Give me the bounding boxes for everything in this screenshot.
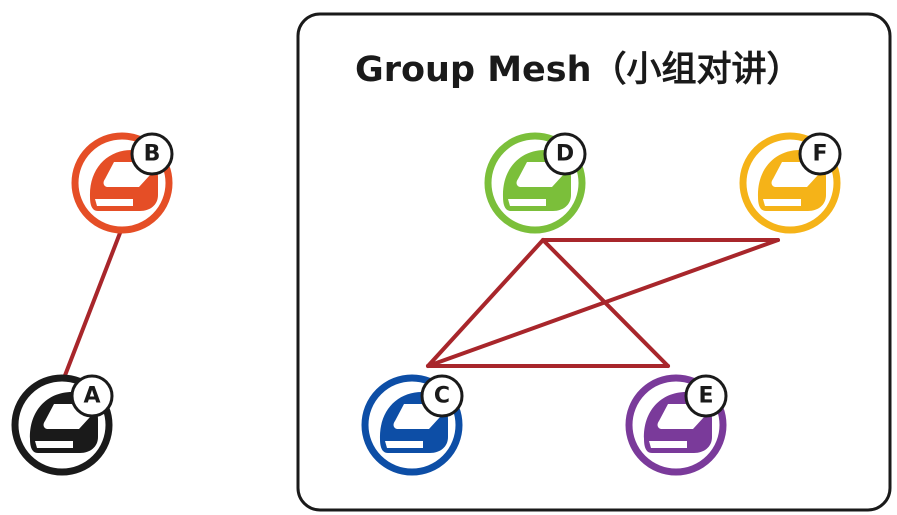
node-c-badge: C bbox=[420, 374, 464, 418]
node-d-label: D bbox=[556, 142, 574, 167]
links-layer bbox=[62, 231, 780, 380]
badge-circle bbox=[420, 374, 464, 418]
chin-cutout bbox=[385, 441, 423, 448]
group-mesh-title: Group Mesh（小组对讲） bbox=[355, 50, 802, 90]
badge-circle bbox=[70, 374, 114, 418]
node-b[interactable]: B bbox=[71, 132, 174, 234]
node-c-label: C bbox=[434, 384, 450, 409]
node-d-badge: D bbox=[543, 132, 587, 176]
badge-circle bbox=[543, 132, 587, 176]
node-a-label: A bbox=[83, 384, 100, 409]
chin-cutout bbox=[95, 199, 133, 206]
chin-cutout bbox=[508, 199, 546, 206]
node-f[interactable]: F bbox=[739, 132, 842, 234]
node-e[interactable]: E bbox=[625, 374, 728, 476]
node-a-badge: A bbox=[70, 374, 114, 418]
node-f-badge: F bbox=[798, 132, 842, 176]
badge-circle bbox=[130, 132, 174, 176]
node-f-label: F bbox=[812, 142, 827, 167]
node-e-badge: E bbox=[684, 374, 728, 418]
link-c-d bbox=[426, 238, 545, 368]
chin-cutout bbox=[35, 441, 73, 448]
node-c[interactable]: C bbox=[361, 374, 464, 476]
chin-cutout bbox=[649, 441, 687, 448]
node-a[interactable]: A bbox=[11, 374, 114, 476]
node-e-label: E bbox=[698, 384, 713, 409]
chin-cutout bbox=[763, 199, 801, 206]
link-a-b bbox=[62, 231, 122, 380]
node-b-badge: B bbox=[130, 132, 174, 176]
node-d[interactable]: D bbox=[484, 132, 587, 234]
badge-circle bbox=[684, 374, 728, 418]
group-mesh-frame bbox=[296, 12, 892, 512]
badge-circle bbox=[798, 132, 842, 176]
node-b-label: B bbox=[144, 142, 161, 167]
link-d-e bbox=[541, 238, 670, 368]
